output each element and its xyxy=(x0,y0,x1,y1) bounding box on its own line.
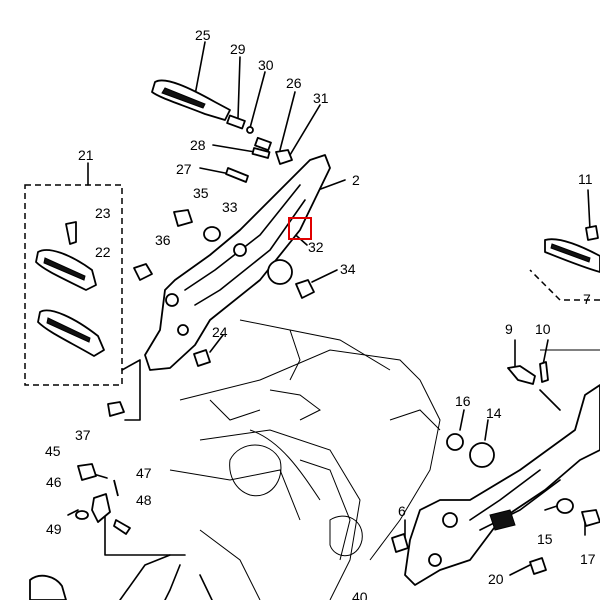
screw-23 xyxy=(65,221,77,245)
spring-47 xyxy=(113,479,119,497)
callout-34: 34 xyxy=(340,261,356,277)
frame-background xyxy=(169,319,600,600)
group-box-21 xyxy=(24,184,123,386)
bracket-31 xyxy=(275,149,293,165)
callout-47: 47 xyxy=(136,465,152,481)
footpeg-25 xyxy=(151,79,231,121)
callout-26: 26 xyxy=(286,75,302,91)
callout-11: 11 xyxy=(578,171,593,187)
bolt-20 xyxy=(529,557,547,575)
callout-28: 28 xyxy=(190,137,206,153)
bolt-35 xyxy=(173,209,193,227)
callout-16: 16 xyxy=(455,393,471,409)
footpeg-22 xyxy=(35,249,97,291)
bolt-27 xyxy=(225,167,249,183)
bushing-14 xyxy=(469,442,495,468)
callout-21: 21 xyxy=(78,147,94,163)
nut-36 xyxy=(133,263,153,281)
callout-10: 10 xyxy=(535,321,551,337)
bolt-48 xyxy=(113,519,131,535)
callout-46: 46 xyxy=(46,474,62,490)
bracket-right xyxy=(404,384,600,586)
callout-25: 25 xyxy=(195,27,211,43)
washer-15 xyxy=(556,498,574,514)
callout-7: 7 xyxy=(583,291,591,307)
highlight-box xyxy=(288,217,312,240)
callout-35: 35 xyxy=(193,185,209,201)
callout-20: 20 xyxy=(488,571,504,587)
callout-27: 27 xyxy=(176,161,192,177)
callout-45: 45 xyxy=(45,443,61,459)
callout-22: 22 xyxy=(95,244,111,260)
nut-6 xyxy=(391,533,409,553)
callout-23: 23 xyxy=(95,205,111,221)
callout-49: 49 xyxy=(46,521,62,537)
callout-17: 17 xyxy=(580,551,596,567)
bolt-11 xyxy=(585,225,599,241)
washer-49 xyxy=(75,510,89,520)
callout-14: 14 xyxy=(486,405,502,421)
callout-33: 33 xyxy=(222,199,238,215)
callout-48: 48 xyxy=(136,492,152,508)
collar-33 xyxy=(203,226,221,242)
nut-34 xyxy=(295,279,315,299)
pin-28 xyxy=(251,147,271,159)
callout-9: 9 xyxy=(505,321,513,337)
callout-37: 37 xyxy=(75,427,91,443)
nut-45 xyxy=(77,463,97,481)
pin-10 xyxy=(539,361,549,383)
bolt-29 xyxy=(226,114,246,130)
callout-29: 29 xyxy=(230,41,246,57)
footpeg-lower xyxy=(37,309,105,357)
joint-46 xyxy=(91,493,111,523)
passenger-peg-7 xyxy=(544,238,600,273)
callout-labels: 25 29 30 26 31 28 27 2 35 33 36 32 34 24… xyxy=(45,27,596,600)
bushing-32 xyxy=(267,259,293,285)
callout-2: 2 xyxy=(352,172,360,188)
bolt-17 xyxy=(581,509,600,527)
bolt-37 xyxy=(107,401,125,417)
callout-31: 31 xyxy=(313,90,329,106)
bracket-2 xyxy=(144,154,331,371)
callout-36: 36 xyxy=(155,232,171,248)
nut-24 xyxy=(193,349,211,367)
washer-30 xyxy=(246,126,254,134)
pin-26 xyxy=(254,136,272,152)
group-box-7 xyxy=(529,269,600,301)
callout-40: 40 xyxy=(352,589,368,600)
callout-24: 24 xyxy=(212,324,228,340)
bolt-9 xyxy=(507,365,536,385)
callout-32: 32 xyxy=(308,239,324,255)
callout-15: 15 xyxy=(537,531,553,547)
callout-30: 30 xyxy=(258,57,274,73)
brake-pedal xyxy=(29,554,213,600)
callout-6: 6 xyxy=(398,503,406,519)
collar-16 xyxy=(446,433,464,451)
